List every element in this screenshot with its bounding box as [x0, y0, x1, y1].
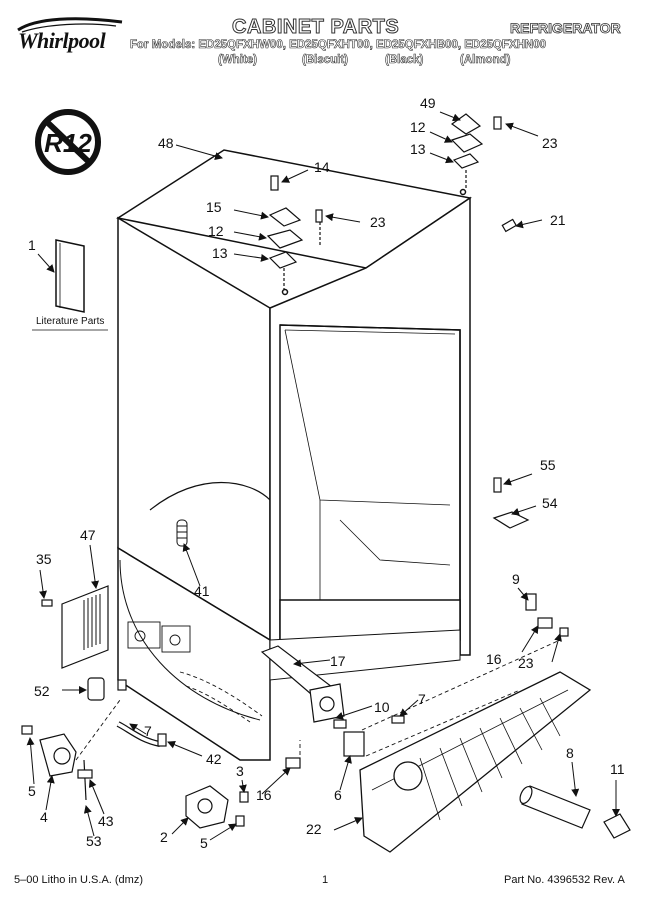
callout-16-mid: 16 — [256, 787, 272, 803]
callout-35: 35 — [36, 551, 52, 567]
middle-lower-parts — [185, 715, 405, 829]
upper-hinge-parts — [450, 113, 502, 190]
callout-7-right: 7 — [418, 691, 426, 707]
callout-9: 9 — [512, 571, 520, 587]
whirlpool-logo-swoosh-icon — [17, 17, 123, 33]
callout-11: 11 — [610, 761, 625, 777]
color-label-almond: (Almond) — [460, 54, 511, 67]
callout-13-mid: 13 — [212, 245, 228, 261]
literature-parts-label: Literature Parts — [36, 316, 105, 327]
drain-hose-icon — [176, 519, 188, 547]
callout-14: 14 — [314, 159, 330, 175]
callout-48: 48 — [158, 135, 174, 151]
small-parts-right — [492, 218, 530, 529]
callout-5-left: 5 — [28, 783, 36, 799]
callout-5-mid: 5 — [200, 835, 208, 851]
color-label-black: (Black) — [385, 54, 424, 67]
compressor-area — [127, 621, 263, 723]
callout-1: 1 — [28, 237, 36, 253]
right-base-parts — [525, 593, 569, 637]
footer-page-number: 1 — [322, 874, 329, 886]
callout-13-top: 13 — [410, 141, 426, 157]
callout-23-top: 23 — [542, 135, 558, 151]
models-line: For Models: ED25QFXHW00, ED25QFXHT00, ED… — [130, 39, 547, 52]
color-label-biscuit: (Biscuit) — [302, 54, 349, 67]
r12-badge-text: R12 — [44, 128, 92, 158]
callout-49: 49 — [420, 95, 436, 111]
callout-23-right: 23 — [518, 655, 534, 671]
callout-2: 2 — [160, 829, 168, 845]
water-filter — [519, 785, 631, 839]
callout-47: 47 — [80, 527, 96, 543]
callout-22: 22 — [306, 821, 322, 837]
rear-access-panel — [41, 585, 109, 669]
callout-42: 42 — [206, 751, 222, 767]
callout-10: 10 — [374, 699, 390, 715]
callout-6: 6 — [334, 787, 342, 803]
callout-53: 53 — [86, 833, 102, 849]
category-label: REFRIGERATOR — [510, 20, 622, 37]
callout-43: 43 — [98, 813, 114, 829]
callout-12-top: 12 — [410, 119, 426, 135]
color-label-white: (White) — [218, 54, 258, 67]
lower-hinge-parts — [266, 175, 323, 290]
callout-54: 54 — [542, 495, 558, 511]
callout-23-mid: 23 — [370, 214, 386, 230]
callout-16-right: 16 — [486, 651, 502, 667]
page-title: CABINET PARTS — [231, 16, 400, 39]
callout-55: 55 — [540, 457, 556, 473]
callout-4: 4 — [40, 809, 48, 825]
fan-shroud — [260, 645, 345, 723]
callout-21: 21 — [550, 212, 566, 228]
callout-7-left: 7 — [144, 723, 152, 739]
r12-badge: R12 — [35, 109, 101, 175]
callout-17: 17 — [330, 653, 346, 669]
callout-12-mid: 12 — [208, 223, 224, 239]
footer-part-number: Part No. 4396532 Rev. A — [504, 874, 625, 886]
brand-logo: Whirlpool — [18, 28, 106, 53]
footer-litho: 5–00 Litho in U.S.A. (dmz) — [14, 874, 144, 886]
callout-52: 52 — [34, 683, 50, 699]
literature-booklet-icon — [32, 239, 108, 331]
cabinet-body — [116, 149, 472, 761]
callout-3: 3 — [236, 763, 244, 779]
callout-8: 8 — [566, 745, 574, 761]
toe-grille — [359, 671, 592, 853]
left-lower-parts — [21, 677, 167, 801]
callout-41: 41 — [194, 583, 210, 599]
callout-15: 15 — [206, 199, 222, 215]
